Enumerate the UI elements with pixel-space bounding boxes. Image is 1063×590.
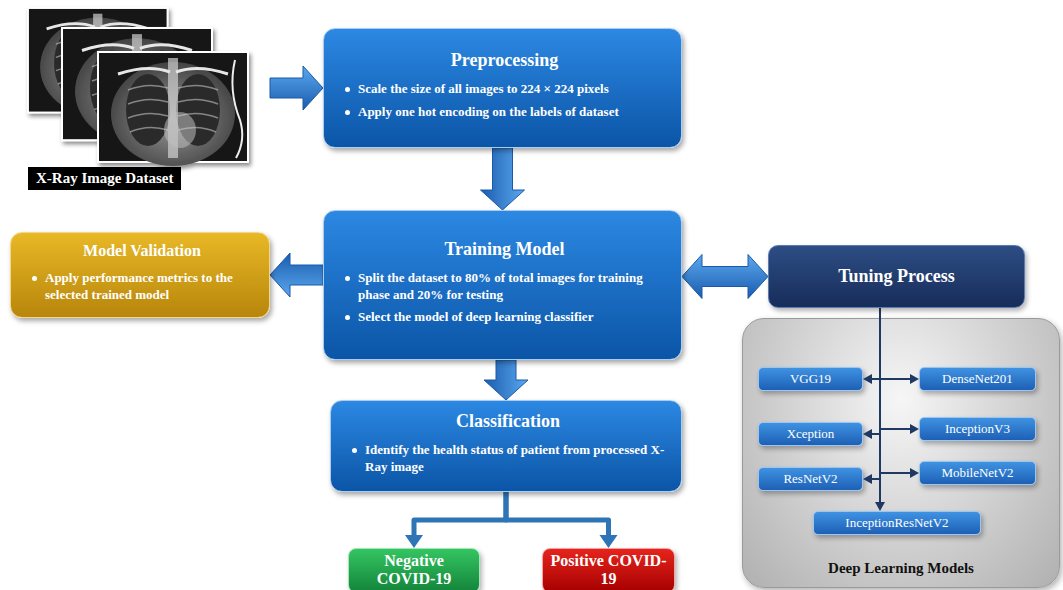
flow-arrow [481, 148, 525, 210]
tuning-box: Tuning Process [768, 245, 1025, 308]
bullet-text: Apply one hot encoding on the labels of … [342, 104, 667, 121]
box-label: Negative COVID-19 [355, 552, 473, 589]
result-box: Negative COVID-19 [348, 548, 480, 590]
bullet-text: Scale the size of all images to 224 × 22… [342, 81, 667, 98]
result-arrow [506, 492, 618, 548]
model-box: VGG19 [758, 367, 863, 391]
box-label: Xception [787, 426, 835, 442]
process-box: PreprocessingScale the size of all image… [323, 28, 682, 148]
model-box: Xception [758, 422, 863, 446]
block-arrow [682, 255, 768, 299]
model-box: InceptionV3 [919, 417, 1036, 441]
box-label: Positive COVID-19 [549, 552, 668, 589]
bullet-text: Apply performance metrics to the selecte… [29, 270, 255, 304]
process-box: ClassificationIdentify the health status… [330, 400, 682, 492]
bullet-text: Identify the health status of patient fr… [349, 442, 667, 476]
box-label: Tuning Process [838, 266, 955, 287]
block-arrow [270, 66, 323, 110]
box-label: MobileNetV2 [941, 465, 1013, 481]
dataset-label: X-Ray Image Dataset [20, 8, 270, 190]
model-box: DenseNet201 [919, 367, 1036, 391]
flow-arrow [484, 360, 528, 400]
box-title: Training Model [342, 239, 667, 260]
box-label: Deep Learning Models [828, 560, 974, 577]
flow-arrow [270, 253, 323, 297]
block-arrow [481, 148, 525, 210]
flow-arrow [682, 255, 768, 299]
bullet-text: Split the dataset to 80% of total images… [342, 270, 667, 304]
box-label: ResNetV2 [783, 471, 837, 487]
block-arrow [270, 253, 323, 297]
model-box: MobileNetV2 [919, 461, 1036, 485]
model-box: InceptionResNetV2 [813, 511, 981, 535]
box-label: InceptionV3 [945, 421, 1010, 437]
block-arrow [484, 360, 528, 400]
process-box: Training ModelSplit the dataset to 80% o… [323, 210, 682, 360]
box-title: Preprocessing [342, 50, 667, 71]
flow-arrow [270, 66, 323, 110]
box-label: X-Ray Image Dataset [28, 167, 181, 190]
validation-box: Model ValidationApply performance metric… [10, 232, 270, 318]
box-title: Classification [349, 411, 667, 432]
model-panel: Deep Learning Models DenseNet201 VGG19Ince… [742, 318, 1060, 588]
box-label: InceptionResNetV2 [845, 515, 948, 531]
box-label: VGG19 [790, 371, 831, 387]
arrow-head [600, 535, 618, 548]
result-box: Positive COVID-19 [542, 548, 675, 590]
xray-image [98, 52, 248, 166]
box-label: DenseNet201 [942, 371, 1013, 387]
arrow-head [405, 535, 423, 548]
box-title: Model Validation [29, 242, 255, 260]
result-arrow [405, 492, 506, 548]
bullet-text: Select the model of deep learning classi… [342, 309, 667, 326]
model-box: ResNetV2 [758, 467, 863, 491]
